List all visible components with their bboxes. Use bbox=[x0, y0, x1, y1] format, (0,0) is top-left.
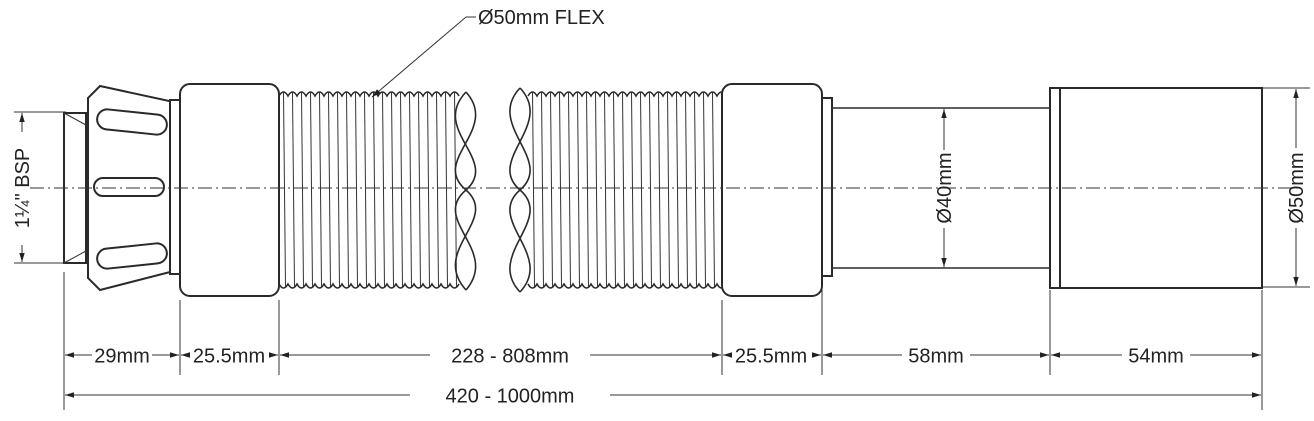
outer-diameter-label: Ø50mm bbox=[1286, 152, 1308, 223]
left-collar bbox=[179, 83, 280, 297]
inner-diameter-label: Ø40mm bbox=[934, 152, 956, 223]
flex-leader bbox=[371, 16, 476, 98]
collar-lip bbox=[821, 97, 833, 277]
thread-label: 1¼" BSP bbox=[12, 148, 34, 228]
dim-29mm: 29mm bbox=[94, 345, 150, 367]
union-nut bbox=[87, 84, 181, 292]
dim-flex-length: 228 - 808mm bbox=[451, 345, 569, 367]
dim-25-5mm-right: 25.5mm bbox=[735, 345, 807, 367]
break-symbol bbox=[454, 87, 531, 293]
extension-lines bbox=[14, 87, 1310, 410]
flex-label: Ø50mm FLEX bbox=[478, 7, 605, 29]
dim-total-length: 420 - 1000mm bbox=[446, 385, 575, 407]
right-collar bbox=[721, 83, 823, 297]
dim-25-5mm-left: 25.5mm bbox=[193, 345, 265, 367]
dim-58mm: 58mm bbox=[908, 345, 964, 367]
flex-hose-left bbox=[278, 91, 460, 289]
pipe-40 bbox=[832, 107, 1050, 269]
segment-dimension-labels: 29mm 25.5mm 228 - 808mm 25.5mm 58mm 54mm bbox=[94, 345, 1184, 367]
flex-hose-right bbox=[527, 91, 727, 289]
dim-54mm: 54mm bbox=[1128, 345, 1184, 367]
